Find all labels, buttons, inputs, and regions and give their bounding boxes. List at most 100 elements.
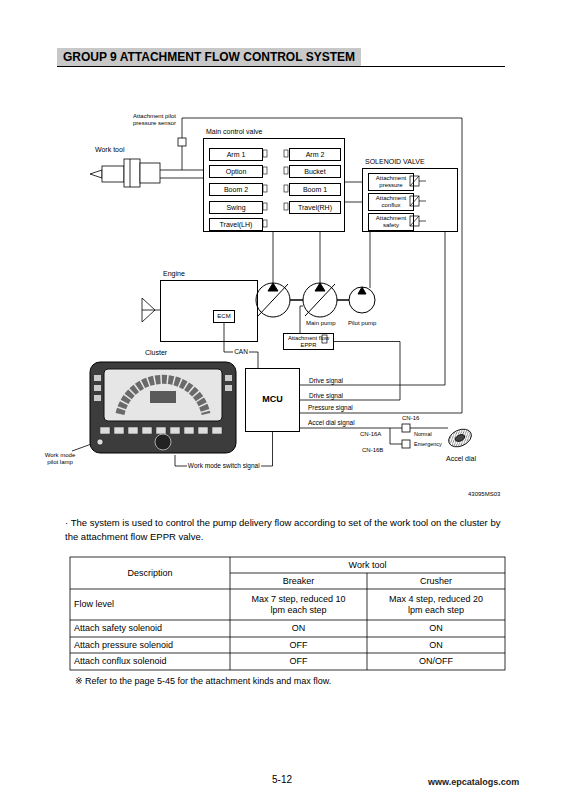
drawing-ellipse bbox=[446, 426, 475, 451]
title-text: GROUP 9 ATTACHMENT FLOW CONTROL SYSTEM bbox=[63, 50, 355, 64]
drawing-line bbox=[410, 428, 448, 429]
drawing-rect bbox=[140, 163, 160, 183]
pin-label: CN-16A bbox=[360, 431, 381, 438]
drawing-line bbox=[410, 196, 419, 206]
node-heading: SOLENOID VALVE bbox=[365, 158, 425, 165]
drawing-rect bbox=[402, 440, 410, 448]
drawing-circle bbox=[349, 287, 375, 313]
drawing-rect bbox=[263, 203, 267, 210]
eppr-box: Attachment flow EPPR bbox=[283, 333, 334, 350]
node-text: MCU bbox=[262, 395, 283, 405]
drawing-circle bbox=[256, 283, 290, 317]
cluster-drawing bbox=[90, 362, 236, 453]
table-cell: Breaker bbox=[230, 573, 367, 589]
drawing-rect bbox=[100, 427, 226, 434]
part-label: Accel dial bbox=[446, 455, 476, 463]
spool-box: Bucket bbox=[289, 165, 341, 178]
part-label: Attachment pilot pressure sensor bbox=[112, 113, 176, 127]
drawing-line bbox=[410, 216, 419, 226]
node-text: Attachment conflux bbox=[369, 195, 413, 208]
drawing-line bbox=[70, 637, 505, 638]
edge-label: CAN bbox=[233, 349, 249, 356]
table-cell: Attach pressure solenoid bbox=[70, 637, 230, 653]
ecm-box: ECM bbox=[213, 310, 235, 323]
table-cell: ON bbox=[367, 637, 505, 653]
signal-label: Pressure signal bbox=[308, 404, 353, 411]
solenoid-box: Attachment safety bbox=[368, 213, 414, 231]
drawing-rect bbox=[284, 167, 288, 174]
pumps bbox=[256, 283, 375, 317]
edge-label: Drive signal bbox=[308, 393, 344, 400]
drawing-line bbox=[70, 653, 505, 654]
table-cell: Work tool bbox=[230, 557, 505, 573]
engine-fan bbox=[142, 298, 155, 322]
node-text: Boom 1 bbox=[303, 186, 327, 194]
node-text: Travel(RH) bbox=[298, 204, 332, 212]
drawing-rect bbox=[94, 395, 101, 401]
edge-label: Work mode switch signal bbox=[187, 463, 261, 470]
node-heading: Engine bbox=[163, 270, 185, 277]
drawing-rect bbox=[284, 150, 288, 157]
table-cell: Attach conflux solenoid bbox=[70, 653, 230, 670]
signal-wire bbox=[175, 432, 273, 466]
drawing-line bbox=[419, 181, 426, 182]
table-cell: Attach safety solenoid bbox=[70, 620, 230, 637]
drawing-polygon bbox=[315, 283, 325, 291]
table-cell: Description bbox=[70, 557, 230, 589]
drawing-rect bbox=[263, 150, 267, 157]
drawing-line bbox=[258, 284, 288, 316]
drawing-polyline bbox=[300, 428, 402, 429]
drawing-line bbox=[230, 573, 505, 574]
drawing-line bbox=[230, 557, 231, 670]
solenoid-box: Attachment pressure bbox=[368, 173, 414, 191]
spool-box: Arm 2 bbox=[289, 148, 341, 161]
drawing-line bbox=[182, 146, 183, 170]
spool-box: Travel(RH) bbox=[289, 201, 341, 214]
drawing-path bbox=[120, 379, 206, 414]
spool-box: Swing bbox=[209, 201, 263, 214]
drawing-rect bbox=[263, 220, 267, 227]
drawing-rect bbox=[402, 424, 410, 432]
node-heading: Main control valve bbox=[206, 128, 262, 135]
drawing-rect bbox=[284, 203, 288, 210]
drawing-polygon bbox=[90, 170, 102, 178]
table-cell: OFF bbox=[230, 637, 367, 653]
drawing-line bbox=[367, 573, 368, 670]
drawing-rect bbox=[263, 167, 267, 174]
table-grid bbox=[70, 557, 505, 670]
drawing-polygon bbox=[358, 287, 366, 294]
spool-box: Travel(LH) bbox=[209, 218, 263, 231]
title-bar: GROUP 9 ATTACHMENT FLOW CONTROL SYSTEM bbox=[57, 48, 361, 66]
cluster-panel: Cluster bbox=[88, 360, 238, 455]
figure-number: 43095MS03 bbox=[468, 491, 500, 498]
node-text: Attachment safety bbox=[369, 215, 413, 228]
drawing-line bbox=[142, 310, 155, 311]
connectors bbox=[402, 424, 410, 448]
drawing-line bbox=[273, 232, 274, 283]
node-text: Attachment flow EPPR bbox=[284, 335, 333, 348]
drawing-rect bbox=[263, 185, 267, 192]
spool-box: Arm 1 bbox=[209, 148, 263, 161]
drawing-line bbox=[345, 182, 362, 183]
drawing-polygon bbox=[268, 283, 278, 291]
drawing-line bbox=[410, 176, 419, 186]
node-text: Arm 2 bbox=[306, 151, 325, 159]
node-text: Swing bbox=[226, 204, 245, 212]
pin-label: Emergency bbox=[414, 441, 442, 447]
signal-wire bbox=[224, 323, 258, 368]
watermark: www.epcatalogs.com bbox=[428, 777, 519, 787]
drawing-line bbox=[160, 170, 203, 171]
table-cell: ON/OFF bbox=[367, 653, 505, 670]
solenoid-block: SOLENOID VALVEAttachment pressureAttachm… bbox=[362, 168, 458, 232]
drawing-line bbox=[345, 202, 362, 203]
table-cell: Flow level bbox=[70, 589, 230, 620]
drawing-rect bbox=[124, 159, 140, 187]
drawing-line bbox=[305, 284, 335, 316]
pin-label: Normal bbox=[414, 431, 432, 437]
spool-box: Boom 2 bbox=[209, 183, 263, 196]
spool-marks bbox=[263, 150, 288, 227]
mcu-box: MCU bbox=[245, 368, 300, 432]
